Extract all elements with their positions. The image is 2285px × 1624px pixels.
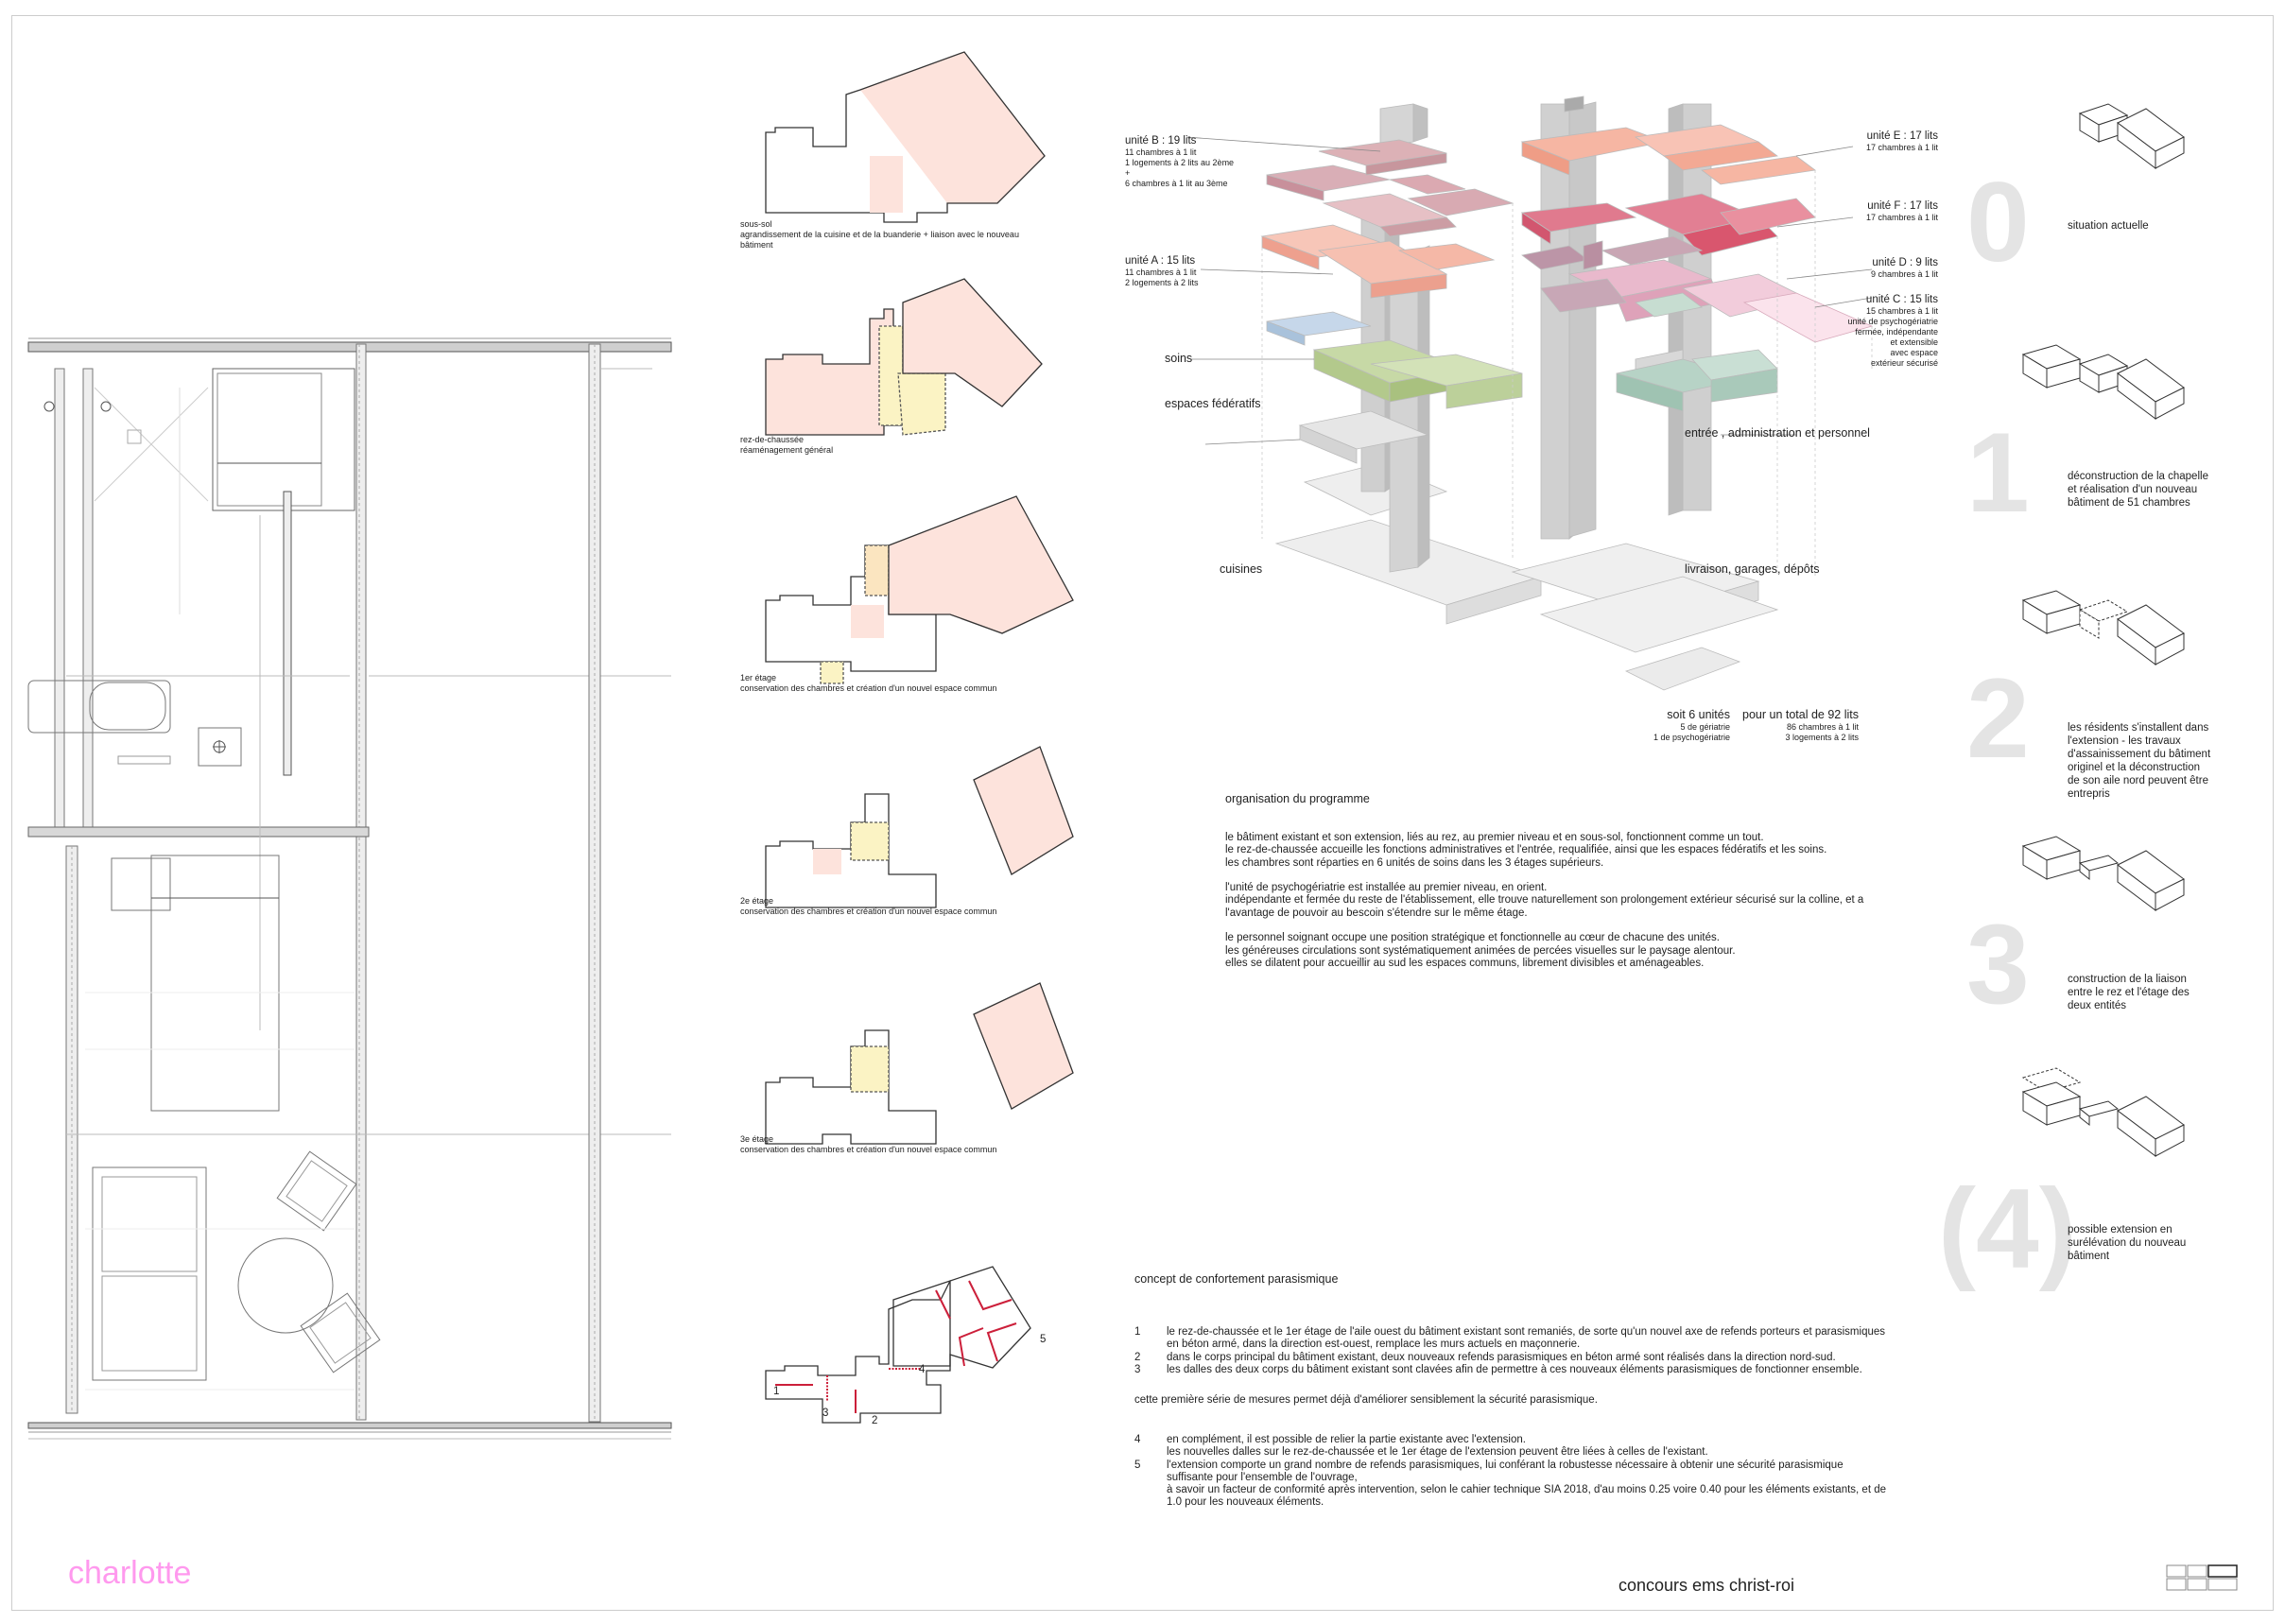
totals-beds: pour un total de 92 lits 86 chambres à 1…	[1742, 708, 1859, 742]
seismic-number-1: 1	[773, 1386, 780, 1397]
step-number-1: 1	[1966, 409, 2030, 536]
step-text-0: situation actuelle	[2068, 220, 2149, 232]
label-espaces-federatifs: espaces fédératifs	[1165, 397, 1261, 410]
project-title: concours ems christ-roi	[1619, 1576, 1795, 1595]
seismic-number-4: 4	[919, 1364, 926, 1375]
plan-etage3	[765, 982, 1074, 1145]
sheet-index-boxes	[2166, 1564, 2238, 1591]
plan-rez	[765, 278, 1043, 436]
plan-etage2	[765, 746, 1074, 908]
label-soins: soins	[1165, 352, 1193, 365]
room-floor-plan	[27, 337, 672, 1440]
plan-etage1	[765, 495, 1074, 684]
step-number-0: 0	[1966, 159, 2030, 285]
label-livraison: livraison, garages, dépôts	[1685, 562, 1820, 576]
phasing-diagrams	[2021, 103, 2185, 1157]
seismic-number-5: 5	[1040, 1334, 1047, 1345]
axonometric-diagram	[1186, 95, 1874, 691]
label-entree: entrée , administration et personnel	[1685, 426, 1870, 440]
label-unite-b: unité B : 19 lits 11 chambres à 1 lit 1 …	[1125, 135, 1235, 188]
seismic-number-2: 2	[872, 1415, 878, 1426]
author-name: charlotte	[68, 1555, 192, 1591]
concept-title: concept de confortement parasismique	[1134, 1272, 1339, 1286]
concept-middle: cette première série de mesures permet d…	[1134, 1394, 1598, 1406]
plan-parasismique	[765, 1266, 1031, 1424]
label-cuisines: cuisines	[1220, 562, 1263, 576]
floor-diagrams	[765, 51, 1074, 1424]
step-number-4: (4)	[1938, 1166, 2077, 1292]
label-unite-c: unité C : 15 lits 15 chambres à 1 lit un…	[1847, 294, 1938, 368]
step-number-3: 3	[1966, 901, 2030, 1028]
label-unite-e: unité E : 17 lits 17 chambres à 1 lit	[1865, 130, 1938, 152]
label-unite-f: unité F : 17 lits 17 chambres à 1 lit	[1865, 200, 1938, 222]
programme-text: le bâtiment existant et son extension, l…	[1225, 832, 1864, 969]
plan-sous-sol	[765, 51, 1046, 223]
sheet-frame	[11, 15, 2274, 1611]
totals-units: soit 6 unités 5 de gériatrie 1 de psycho…	[1653, 708, 1730, 742]
label-unite-a: unité A : 15 lits 11 chambres à 1 lit 2 …	[1125, 255, 1199, 287]
label-unite-d: unité D : 9 lits 9 chambres à 1 lit	[1870, 257, 1938, 279]
step-number-2: 2	[1966, 655, 2030, 782]
seismic-number-3: 3	[822, 1408, 829, 1419]
programme-title: organisation du programme	[1225, 792, 1370, 805]
